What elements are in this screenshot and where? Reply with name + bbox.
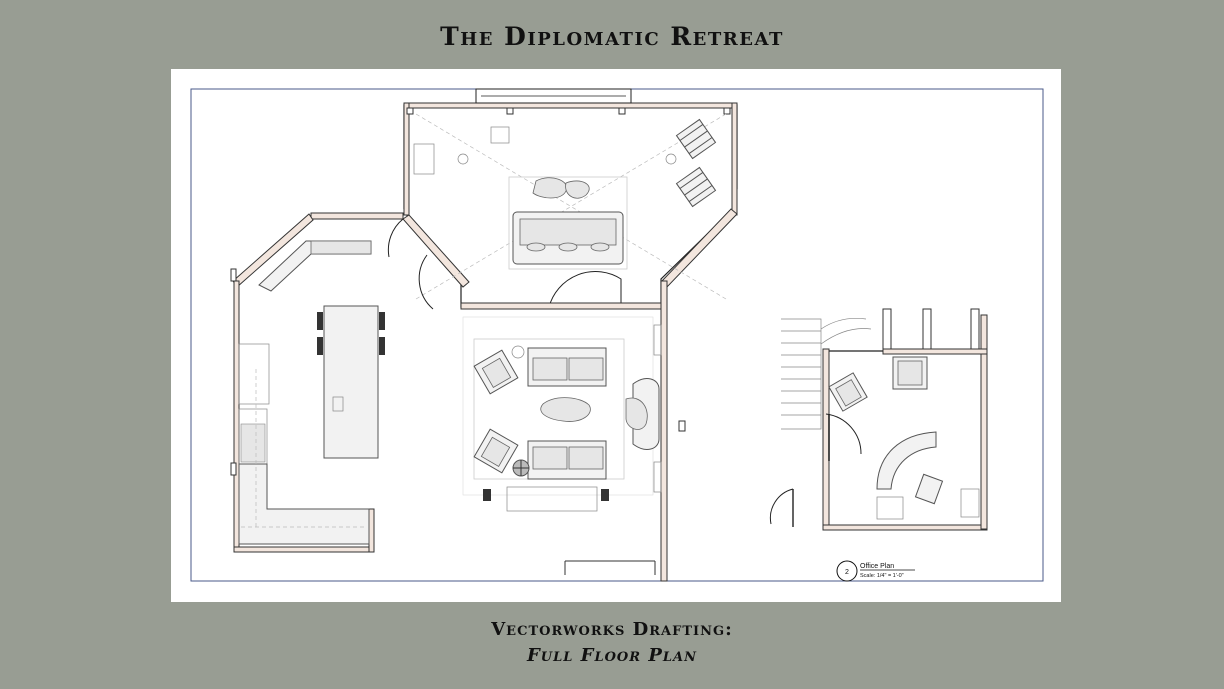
main-floor-plan [230, 88, 738, 582]
drawing-frame [190, 88, 1044, 582]
floor-plan-drawing: 2 Office Plan Scale: 1/4" = 1'-0" [190, 88, 1044, 582]
caption-line-1: Vectorworks Drafting: [491, 619, 733, 640]
drawing-tag: 2 Office Plan Scale: 1/4" = 1'-0" [836, 560, 915, 582]
drawing-tag-number: 2 [845, 569, 849, 576]
drawing-tag-title: Office Plan [860, 563, 894, 570]
drawing-tag-scale: Scale: 1/4" = 1'-0" [860, 573, 904, 579]
office-plan [769, 308, 988, 531]
slide-title: The Diplomatic Retreat [440, 22, 784, 51]
caption-line-2: Full Floor Plan [527, 645, 697, 666]
floor-plan-sheet: 2 Office Plan Scale: 1/4" = 1'-0" [171, 69, 1061, 602]
